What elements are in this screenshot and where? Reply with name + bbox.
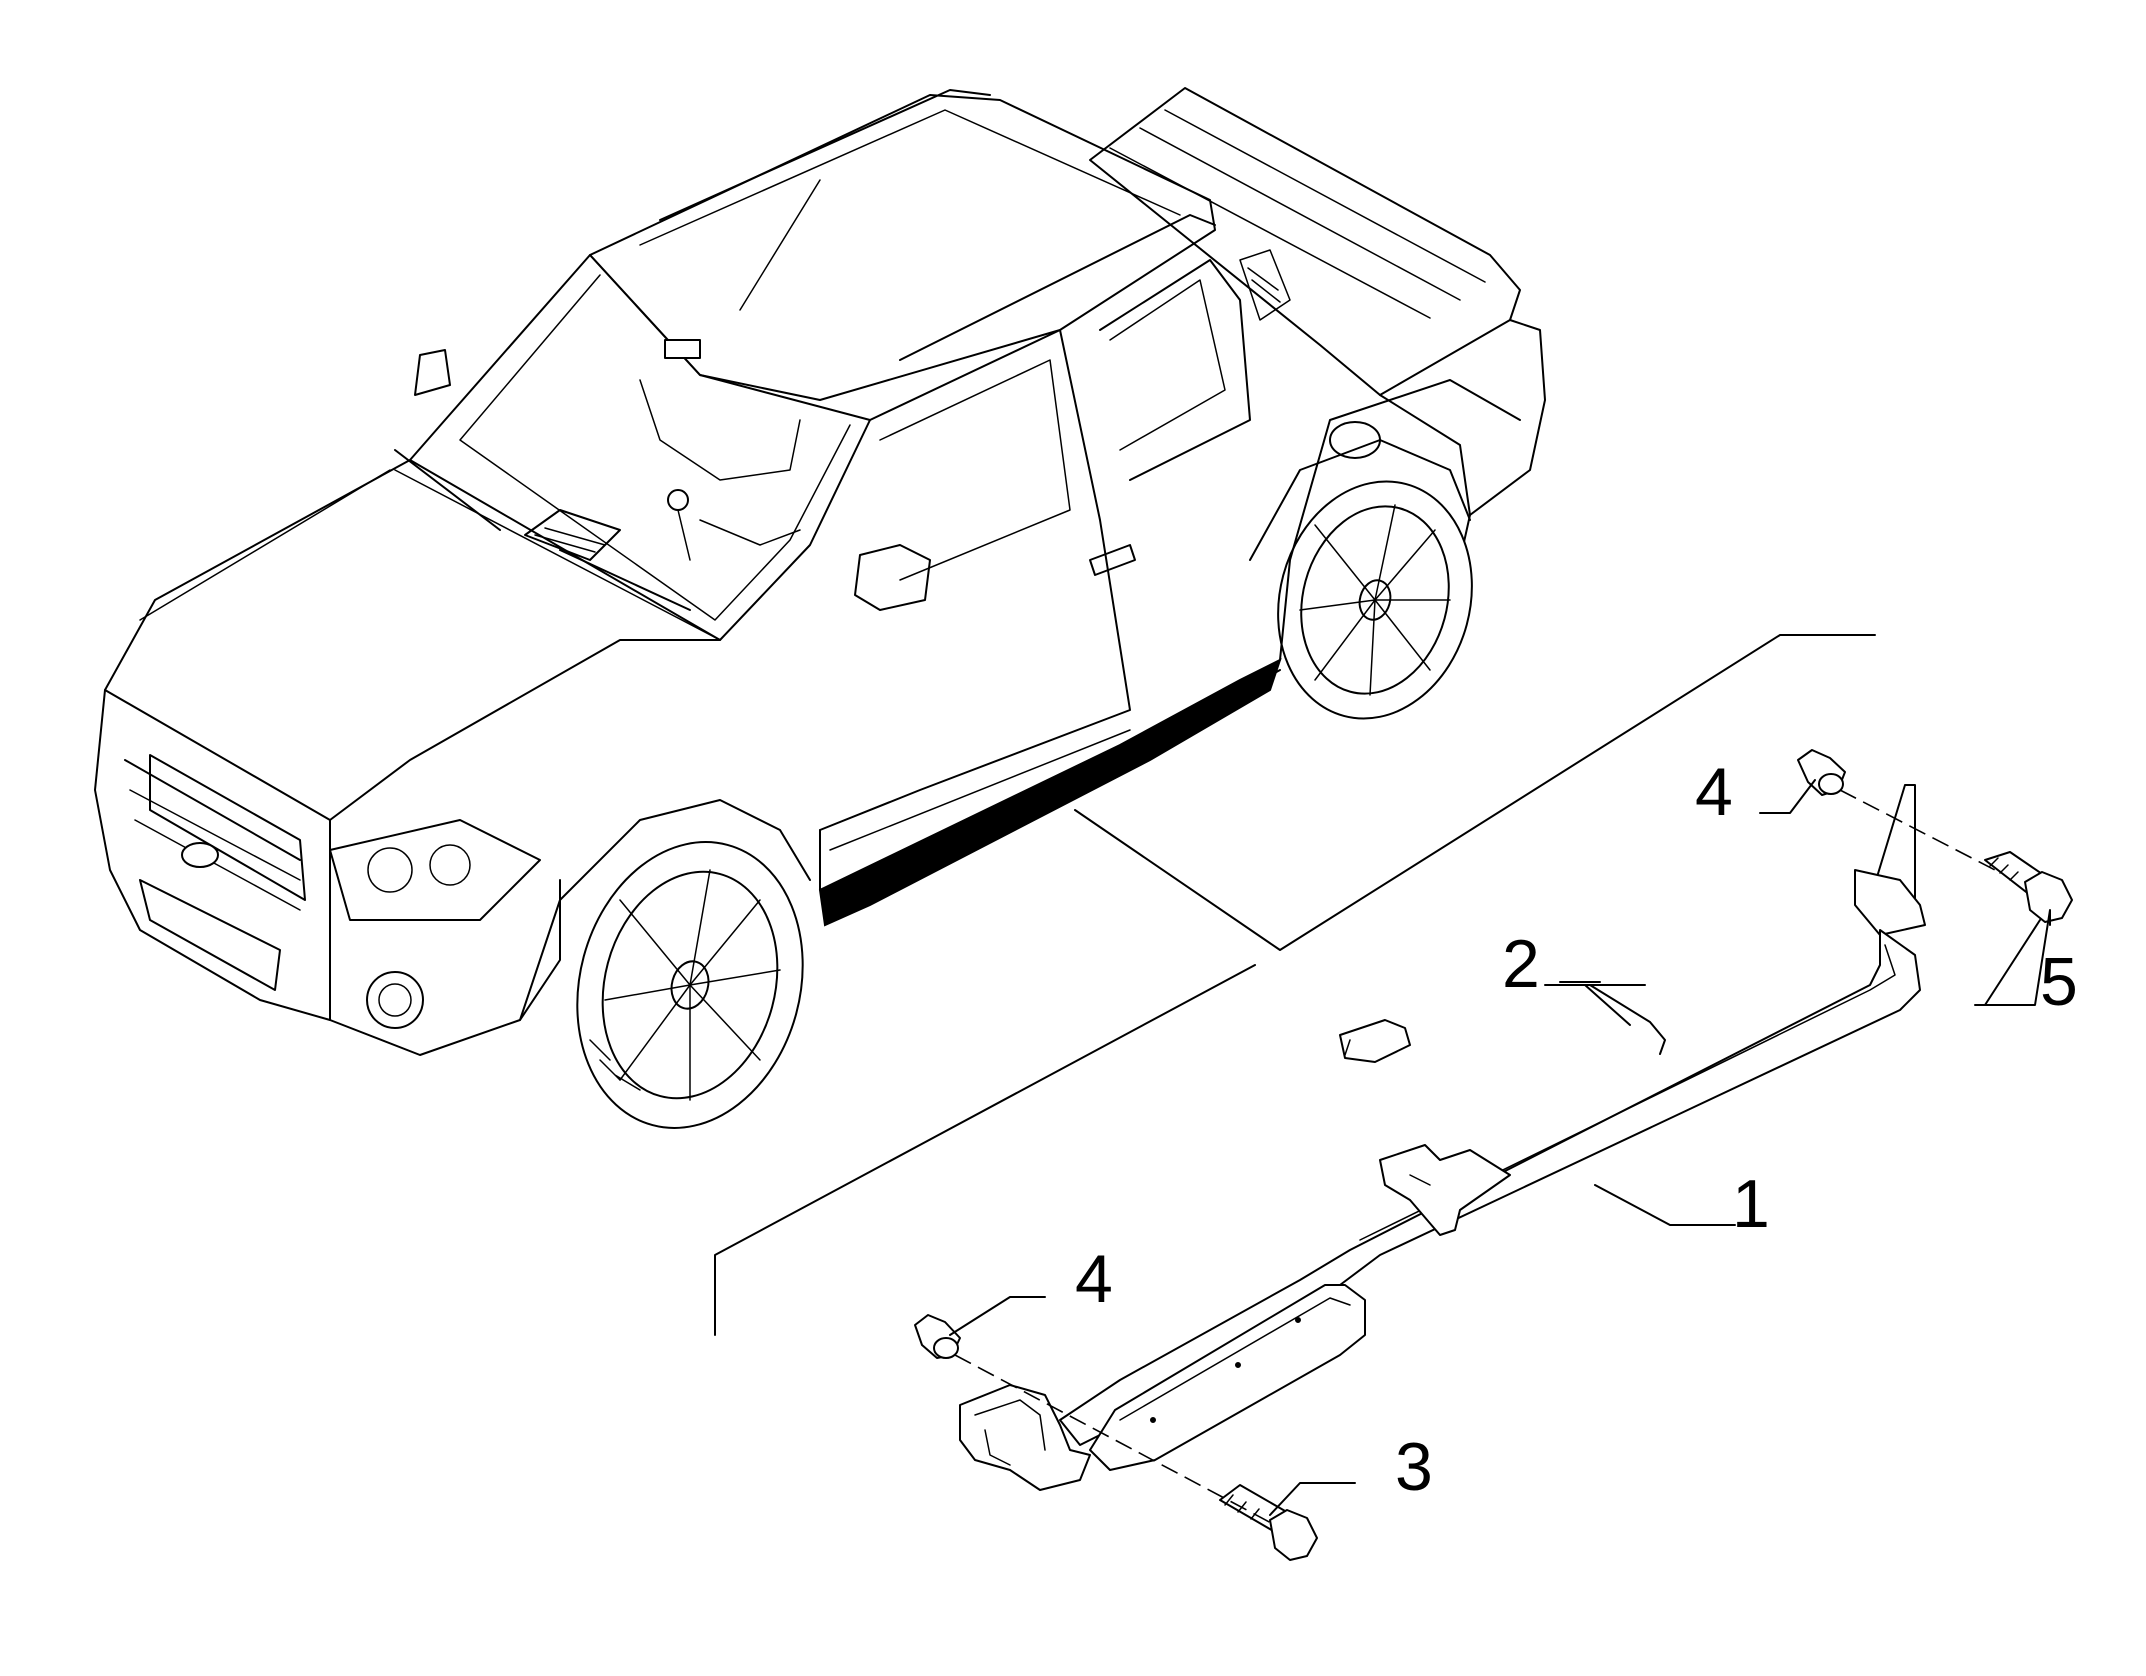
grommet-upper-part [1797,749,1846,796]
pickup-truck-illustration [94,87,1546,1129]
callout-numbers: 1 2 3 4 4 5 [1075,754,2078,1505]
assembly-axis-lines [954,789,1996,1526]
callout-3: 3 [1395,1429,1433,1505]
callout-4-lower: 4 [1075,1241,1113,1317]
callout-1: 1 [1732,1166,1770,1242]
callout-5: 5 [2040,944,2078,1020]
callout-2: 2 [1502,926,1540,1002]
plug-cap-part [1339,1019,1411,1063]
side-step-bar-part [959,784,1926,1491]
grommet-lower-part [914,1314,961,1359]
bolt-upper-part [1984,851,2073,923]
callout-4-upper: 4 [1695,754,1733,830]
assembly-reference-bracket [714,634,1876,1336]
bolt-lower-part [1219,1484,1318,1561]
callout-leaders [949,779,2051,1516]
